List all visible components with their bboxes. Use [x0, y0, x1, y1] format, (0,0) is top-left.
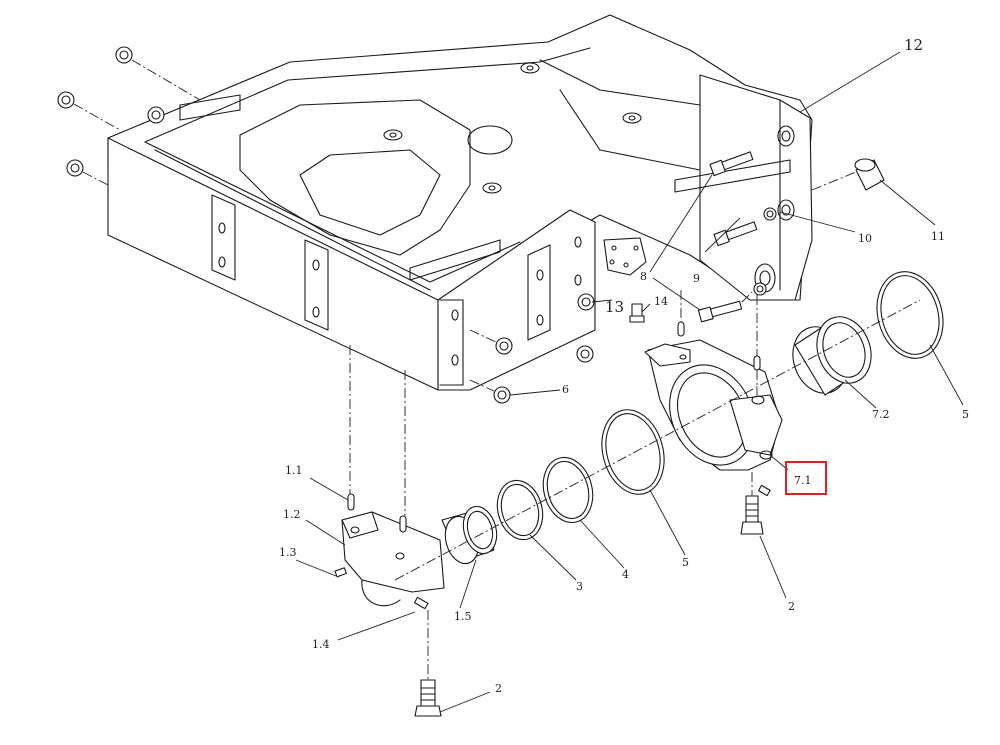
bolt-part-14: [629, 303, 645, 323]
callout-5-mid: 5: [682, 556, 689, 569]
callout-3: 3: [576, 580, 583, 593]
bushing-part-1-5: [441, 505, 498, 565]
bushing-part-11: [811, 158, 885, 191]
bolts-upper-right: [697, 151, 777, 323]
callout-1-3: 1.3: [279, 546, 297, 559]
callout-6: 6: [562, 383, 569, 396]
callout-10: 10: [858, 232, 872, 245]
callout-9: 9: [693, 272, 700, 285]
callout-11: 11: [931, 230, 945, 243]
seal-ring-part-5-mid: [601, 409, 665, 495]
bearing-housing-part-7-1: [644, 290, 783, 471]
callout-4: 4: [622, 568, 629, 581]
callout-1-5: 1.5: [454, 610, 472, 623]
highlight-box-7-1[interactable]: 7.1: [785, 461, 827, 495]
callout-14: 14: [654, 295, 668, 308]
nuts-left: [57, 46, 201, 187]
bolt-part-2-bottom: [414, 679, 442, 717]
leader-lines: [295, 51, 964, 713]
seal-ring-part-5-right: [876, 271, 944, 359]
callout-labels: 12 11 10 9 8 13 14 6 7.2 5 5 4 3 1.5 1.1…: [279, 36, 969, 695]
callout-12: 12: [904, 36, 923, 54]
center-lines: [349, 299, 921, 680]
callout-5-right: 5: [962, 408, 969, 421]
main-frame-part-12: [107, 14, 813, 391]
callout-2-bottom: 2: [495, 682, 502, 695]
callout-7-1: 7.1: [794, 474, 812, 487]
callout-8: 8: [640, 270, 647, 283]
callout-1-1: 1.1: [285, 464, 303, 477]
o-ring-part-4: [542, 456, 594, 524]
bushing-part-7-2: [792, 316, 872, 396]
nuts-front-part-6: [469, 293, 595, 404]
callout-1-2: 1.2: [283, 508, 301, 521]
callout-2-right: 2: [788, 600, 795, 613]
o-ring-part-3: [496, 479, 544, 541]
callout-1-4: 1.4: [312, 638, 330, 651]
cover-plate-part-13: [603, 237, 647, 276]
callout-7-2: 7.2: [872, 408, 890, 421]
bearing-housing-part-1-2: [334, 484, 771, 610]
callout-13: 13: [605, 298, 624, 316]
bolt-part-2-right: [740, 495, 764, 535]
